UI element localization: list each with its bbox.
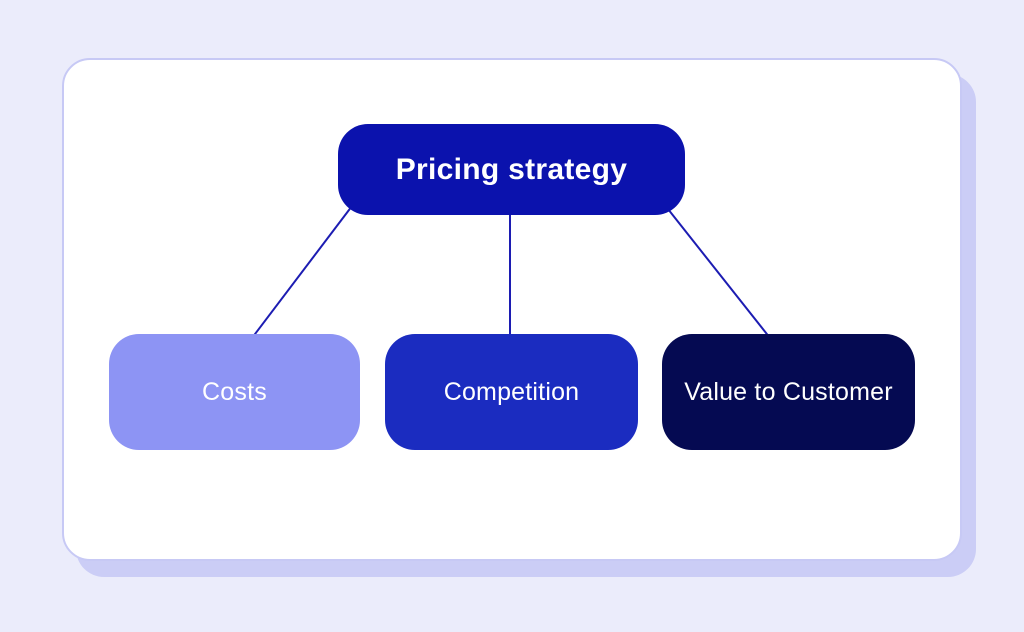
node-costs-label: Costs <box>202 377 267 406</box>
node-costs: Costs <box>109 334 360 450</box>
node-value-to-customer: Value to Customer <box>662 334 915 450</box>
node-competition-label: Competition <box>443 377 580 406</box>
node-competition: Competition <box>385 334 638 450</box>
diagram-card: Pricing strategy Costs Competition Value… <box>62 58 962 561</box>
connector-root-to-value <box>663 203 771 339</box>
node-pricing-strategy-label: Pricing strategy <box>395 152 628 186</box>
node-pricing-strategy: Pricing strategy <box>338 124 685 215</box>
node-value-to-customer-label: Value to Customer <box>684 377 893 406</box>
connector-root-to-costs <box>251 205 353 339</box>
